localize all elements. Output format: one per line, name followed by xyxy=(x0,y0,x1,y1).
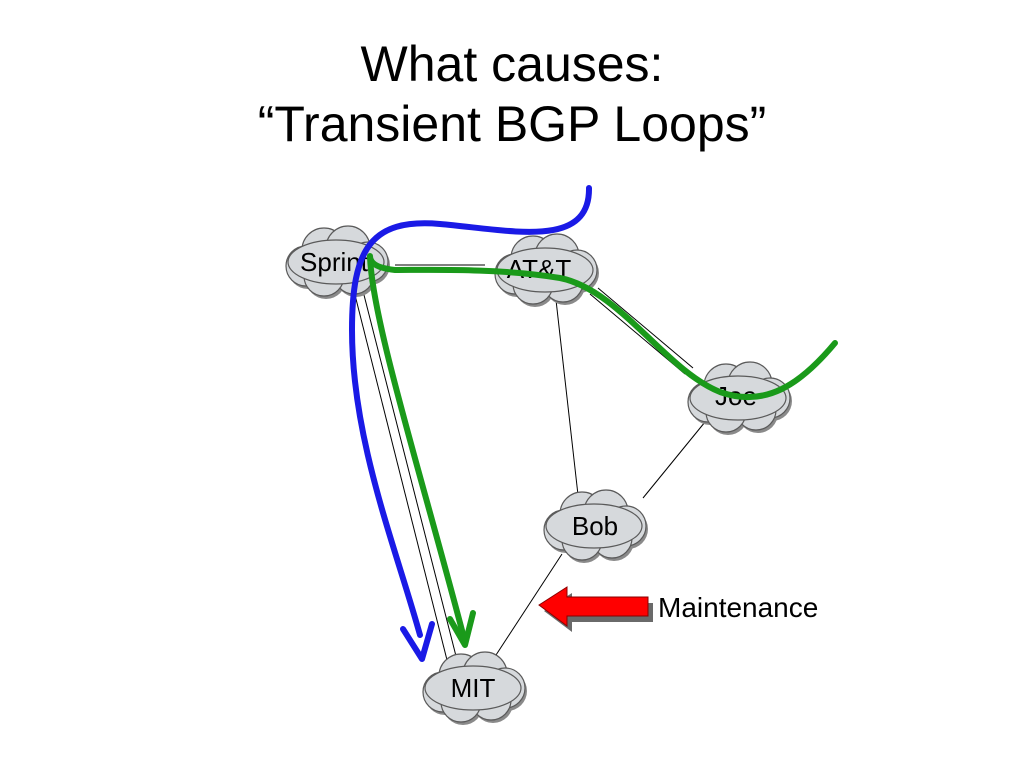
node-label-bob: Bob xyxy=(572,511,618,541)
green-route xyxy=(367,253,838,648)
title-line-2: “Transient BGP Loops” xyxy=(257,96,767,152)
red-arrow-icon xyxy=(538,586,649,627)
blue-route xyxy=(348,185,593,662)
maintenance-label: Maintenance xyxy=(658,592,818,623)
link-att-joe xyxy=(597,287,694,369)
slide-title: What causes: “Transient BGP Loops” xyxy=(0,34,1024,154)
link-sprint-mit xyxy=(354,294,448,661)
blue-arrowhead-icon xyxy=(400,621,435,662)
title-line-1: What causes: xyxy=(360,36,664,92)
blue-route-path xyxy=(348,185,593,638)
maintenance-arrow xyxy=(538,586,653,632)
link-joe-bob xyxy=(642,421,706,499)
link-att-bob xyxy=(555,299,579,496)
green-route-path xyxy=(367,253,838,641)
node-label-mit: MIT xyxy=(451,673,496,703)
link-bob-mit xyxy=(495,553,563,656)
link-sprint-mit-2 xyxy=(363,294,458,661)
green-arrowhead-icon xyxy=(447,610,476,648)
